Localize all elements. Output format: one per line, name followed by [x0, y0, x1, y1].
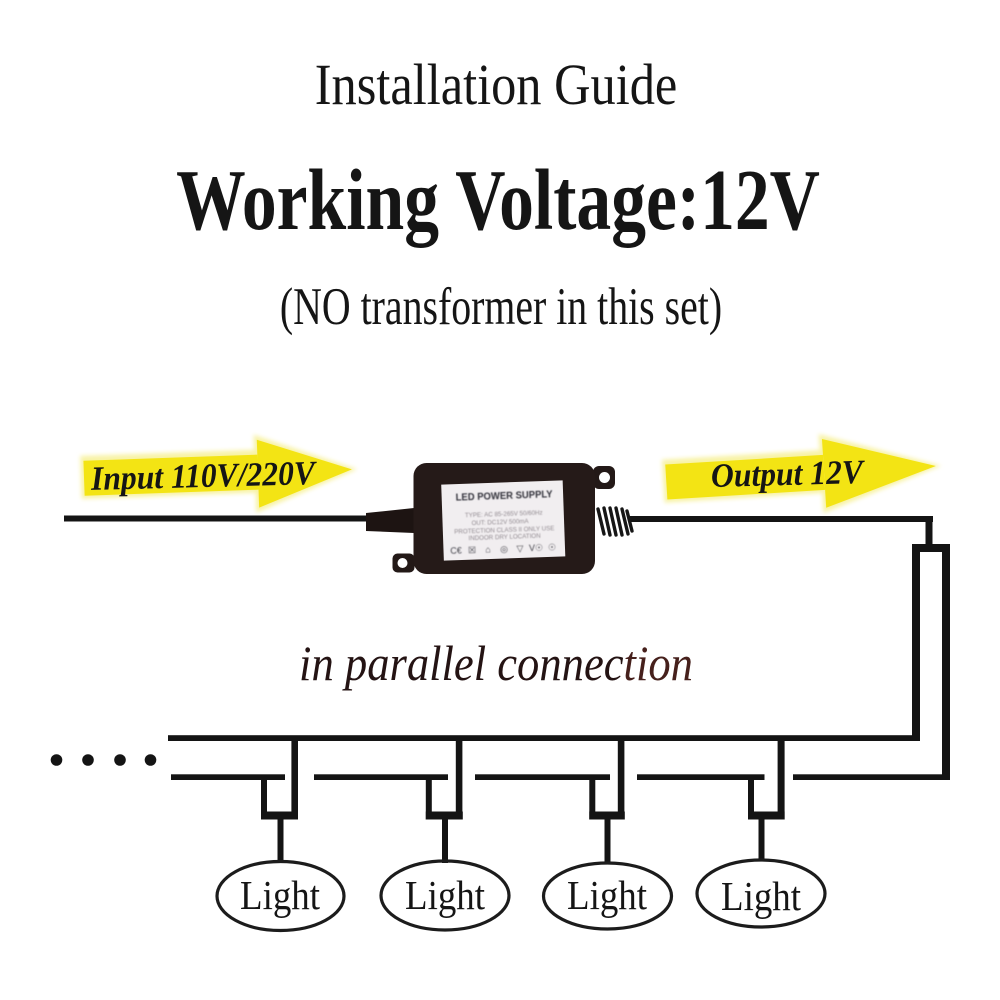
svg-text:C€: C€ [450, 545, 462, 555]
svg-text:▽: ▽ [516, 543, 523, 553]
svg-text:OUT: DC12V 500mA: OUT: DC12V 500mA [471, 518, 529, 527]
svg-text:◎: ◎ [500, 544, 508, 554]
svg-text:PROTECTION CLASS II ONLY USE: PROTECTION CLASS II ONLY USE [454, 525, 554, 535]
svg-text:⌂: ⌂ [485, 544, 491, 554]
svg-text:TYPE: AC 85-265V 50/60Hz: TYPE: AC 85-265V 50/60Hz [465, 510, 543, 520]
svg-text:☒: ☒ [468, 545, 476, 555]
svg-text:☉: ☉ [548, 542, 556, 552]
svg-text:LED POWER SUPPLY: LED POWER SUPPLY [455, 489, 553, 503]
svg-text:V☉: V☉ [529, 543, 543, 553]
svg-text:INDOOR DRY LOCATION: INDOOR DRY LOCATION [468, 533, 540, 543]
